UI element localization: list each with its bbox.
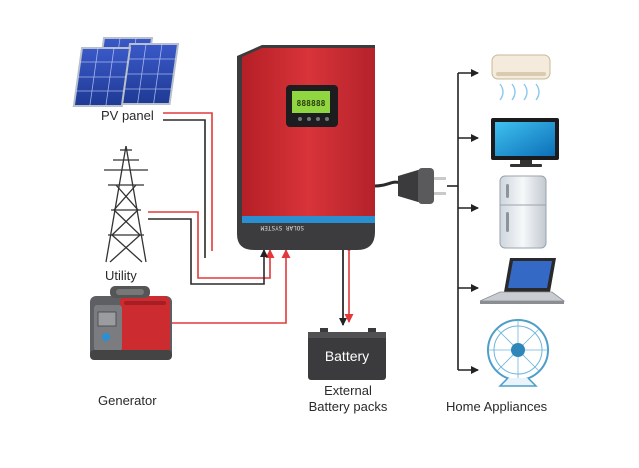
- ac-plug-icon: [374, 168, 446, 204]
- pv-wires: [163, 112, 213, 258]
- pv-panel-icon: [72, 37, 180, 107]
- fan-icon: [487, 319, 549, 387]
- output-bus: [447, 69, 479, 374]
- utility-label: Utility: [105, 268, 137, 283]
- battery-box-label: Battery: [324, 348, 370, 364]
- inverter-lcd-text: 888888: [297, 99, 326, 108]
- refrigerator-icon: [499, 175, 547, 249]
- inverter-unit: SOLAR SYSTEM 888888: [237, 45, 375, 250]
- inverter-brand-text: SOLAR SYSTEM: [260, 224, 304, 231]
- utility-tower-icon: [104, 145, 148, 263]
- generator-icon: [90, 286, 172, 360]
- battery-icon: [308, 328, 386, 380]
- battery-caption-line1: External: [324, 383, 372, 398]
- inverter-lcd: [292, 91, 330, 113]
- laptop-icon: [479, 258, 566, 304]
- generator-label: Generator: [98, 393, 157, 408]
- generator-wires: [170, 249, 291, 324]
- home-appliances-label: Home Appliances: [446, 399, 548, 414]
- air-conditioner-icon: [491, 54, 551, 101]
- utility-wires: [148, 211, 275, 285]
- pv-panel-label: PV panel: [101, 108, 154, 123]
- television-icon: [491, 118, 559, 167]
- battery-caption-line2: Battery packs: [308, 399, 388, 414]
- battery-wires: [339, 243, 354, 326]
